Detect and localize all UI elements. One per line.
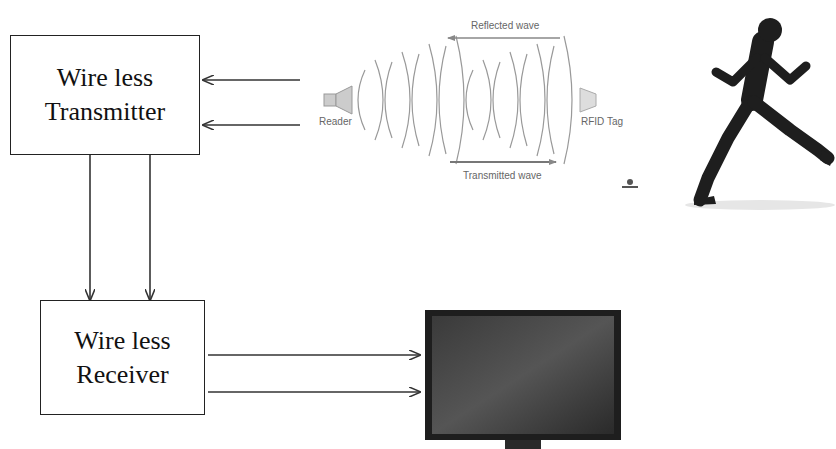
radio-waves bbox=[358, 36, 572, 164]
signal-arrow bbox=[208, 354, 420, 356]
flow-arrow bbox=[89, 155, 91, 300]
flow-arrow bbox=[149, 155, 151, 300]
reader-label: Reader bbox=[318, 116, 353, 127]
wave-label: Reflected wave bbox=[470, 20, 540, 31]
signal-arrow bbox=[203, 124, 300, 126]
rfid-tag bbox=[580, 88, 596, 112]
signal-arrow bbox=[203, 79, 300, 81]
monitor bbox=[425, 310, 621, 449]
tag-label: RFID Tag bbox=[580, 116, 624, 127]
box-label: Wire less Transmitter bbox=[21, 61, 189, 129]
receiver-box: Wire less Receiver bbox=[40, 300, 205, 415]
transmitter-box: Wire less Transmitter bbox=[10, 35, 200, 155]
logo-mark bbox=[622, 179, 638, 188]
box-label: Wire less Receiver bbox=[51, 324, 194, 392]
reader-antenna bbox=[324, 86, 352, 114]
signal-arrow bbox=[208, 391, 420, 393]
runner-figure bbox=[685, 18, 835, 210]
wave-label: Transmitted wave bbox=[462, 170, 543, 181]
reflected-arrow bbox=[448, 37, 560, 39]
transmitted-arrow bbox=[450, 161, 556, 163]
